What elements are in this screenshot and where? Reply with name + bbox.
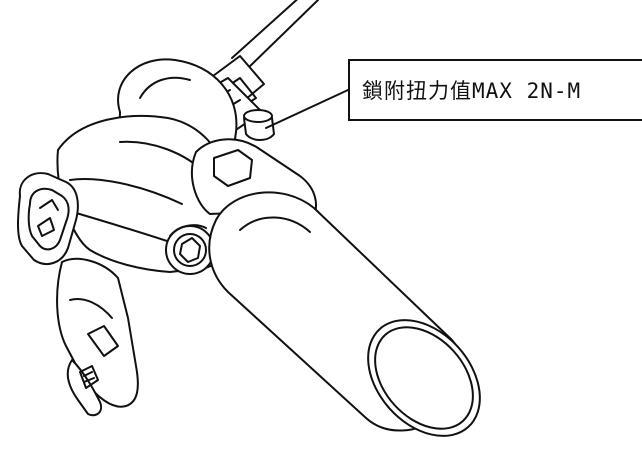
torque-spec-callout: 鎖附扭力值MAX 2N-M <box>348 59 642 121</box>
release-button-upper <box>17 172 79 265</box>
torque-spec-label: 鎖附扭力值MAX 2N-M <box>362 79 582 103</box>
callout-leader <box>265 89 349 129</box>
cylinder-grip <box>208 191 481 437</box>
clamp-screw <box>243 109 275 141</box>
cable <box>231 0 319 71</box>
latch-arm <box>56 257 139 417</box>
pivot-bolt <box>165 224 215 275</box>
